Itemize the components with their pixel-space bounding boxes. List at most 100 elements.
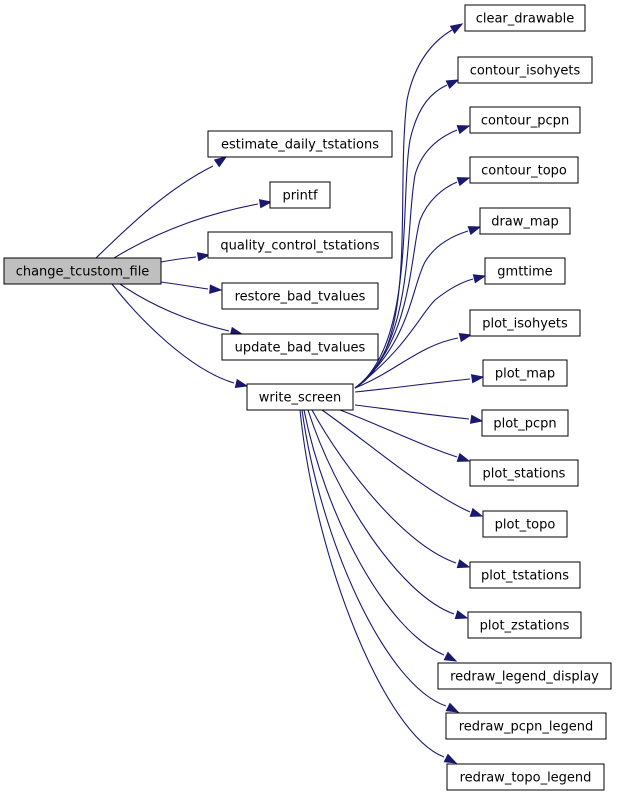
node-restore-bad-tvalues[interactable]: restore_bad_tvalues: [221, 282, 379, 310]
edge-arrowhead: [454, 610, 469, 620]
node-contour-isohyets[interactable]: contour_isohyets: [457, 56, 593, 84]
node-plot-zstations[interactable]: plot_zstations: [467, 611, 582, 639]
node-label: redraw_topo_legend: [460, 771, 592, 786]
node-change-tcustom-file[interactable]: change_tcustom_file: [3, 257, 162, 285]
node-box: [481, 409, 569, 437]
node-box: [467, 611, 582, 639]
edge-write-screen-to-gmttime: [354, 274, 487, 389]
edge-line: [354, 84, 448, 389]
node-label: plot_tstations: [481, 569, 569, 584]
edge-write-screen-to-plot-isohyets: [354, 332, 473, 389]
node-box: [469, 561, 581, 589]
edge-write-screen-to-redraw-topo-legend: [299, 409, 458, 764]
node-plot-tstations[interactable]: plot_tstations: [469, 561, 581, 589]
node-box: [3, 257, 162, 285]
edge-write-screen-to-plot-topo: [321, 409, 484, 517]
node-box: [469, 309, 581, 337]
node-label: plot_topo: [495, 518, 556, 533]
node-box: [469, 156, 579, 184]
node-box: [482, 359, 568, 387]
node-plot-map[interactable]: plot_map: [482, 359, 568, 387]
edge-line: [307, 409, 455, 615]
edge-line: [354, 29, 453, 389]
edge-line: [311, 409, 457, 564]
node-box: [484, 257, 566, 285]
node-box: [269, 181, 331, 209]
edge-arrowhead: [472, 274, 487, 284]
node-label: quality_control_tstations: [220, 239, 379, 254]
node-box: [482, 510, 568, 538]
node-plot-isohyets[interactable]: plot_isohyets: [469, 309, 581, 337]
edge-line: [339, 409, 458, 458]
edge-line: [354, 278, 474, 389]
edge-write-screen-to-redraw-legend-display: [303, 409, 458, 662]
node-plot-topo[interactable]: plot_topo: [482, 510, 568, 538]
node-box: [207, 130, 393, 158]
node-write-screen[interactable]: write_screen: [246, 383, 354, 411]
node-label: redraw_legend_display: [450, 670, 599, 685]
node-label: plot_zstations: [480, 619, 570, 634]
node-box: [469, 459, 579, 487]
edge-write-screen-to-contour-topo: [354, 177, 471, 389]
node-label: update_bad_tvalues: [235, 341, 366, 356]
function-nodes: change_tcustom_file estimate_daily_tstati…: [3, 4, 612, 791]
edge-arrowhead: [258, 199, 273, 209]
node-box: [437, 662, 612, 690]
node-plot-stations[interactable]: plot_stations: [469, 459, 579, 487]
edge-write-screen-to-plot-zstations: [307, 409, 469, 620]
edge-line: [354, 404, 470, 420]
node-box: [246, 383, 354, 411]
edge-write-screen-to-redraw-pcpn-legend: [301, 409, 460, 713]
edge-write-screen-to-plot-tstations: [311, 409, 471, 569]
edge-arrowhead: [469, 414, 484, 424]
node-update-bad-tvalues[interactable]: update_bad_tvalues: [221, 333, 379, 361]
node-contour-topo[interactable]: contour_topo: [469, 156, 579, 184]
node-printf[interactable]: printf: [269, 181, 331, 209]
node-redraw-pcpn-legend[interactable]: redraw_pcpn_legend: [445, 712, 607, 740]
edge-line: [303, 409, 445, 656]
node-label: draw_map: [491, 215, 559, 230]
node-label: printf: [282, 189, 318, 204]
edge-line: [354, 129, 458, 389]
edge-write-screen-to-draw-map: [354, 226, 482, 389]
node-label: restore_bad_tvalues: [235, 290, 366, 305]
node-redraw-topo-legend[interactable]: redraw_topo_legend: [446, 763, 605, 791]
node-draw-map[interactable]: draw_map: [479, 207, 571, 235]
edge-line: [160, 281, 209, 290]
edge-write-screen-to-contour-isohyets: [354, 79, 460, 389]
edge-line: [354, 337, 459, 389]
edge-write-screen-to-plot-pcpn: [354, 404, 484, 424]
node-contour-pcpn[interactable]: contour_pcpn: [469, 106, 581, 134]
edge-write-screen-to-plot-map: [354, 374, 485, 393]
edge-line: [354, 230, 469, 389]
node-label: change_tcustom_file: [16, 265, 150, 280]
edge-write-screen-to-clear-drawable: [354, 23, 464, 389]
edge-arrowhead: [445, 702, 460, 713]
node-label: clear_drawable: [476, 12, 575, 27]
node-label: plot_pcpn: [493, 417, 556, 432]
node-redraw-legend-display[interactable]: redraw_legend_display: [437, 662, 612, 690]
edge-line: [113, 203, 259, 259]
edge-write-screen-to-contour-pcpn: [354, 125, 471, 389]
call-edges: [95, 23, 487, 764]
node-quality-control-tstations[interactable]: quality_control_tstations: [207, 231, 393, 259]
edge-arrowhead: [234, 378, 249, 389]
edge-arrowhead: [456, 452, 471, 462]
edge-change-tcustom-file-to-update-bad-tvalues: [119, 283, 244, 337]
edge-write-screen-to-plot-stations: [339, 409, 471, 462]
node-box: [464, 4, 586, 32]
node-label: plot_isohyets: [482, 317, 568, 332]
node-plot-pcpn[interactable]: plot_pcpn: [481, 409, 569, 437]
node-clear-drawable[interactable]: clear_drawable: [464, 4, 586, 32]
node-gmttime[interactable]: gmttime: [484, 257, 566, 285]
node-box: [479, 207, 571, 235]
edge-arrowhead: [443, 651, 458, 662]
node-estimate-daily-tstations[interactable]: estimate_daily_tstations: [207, 130, 393, 158]
edge-line: [301, 409, 447, 707]
edge-change-tcustom-file-to-restore-bad-tvalues: [160, 281, 223, 294]
node-label: redraw_pcpn_legend: [459, 720, 594, 735]
edge-line: [111, 283, 235, 384]
node-box: [445, 712, 607, 740]
node-box: [221, 282, 379, 310]
